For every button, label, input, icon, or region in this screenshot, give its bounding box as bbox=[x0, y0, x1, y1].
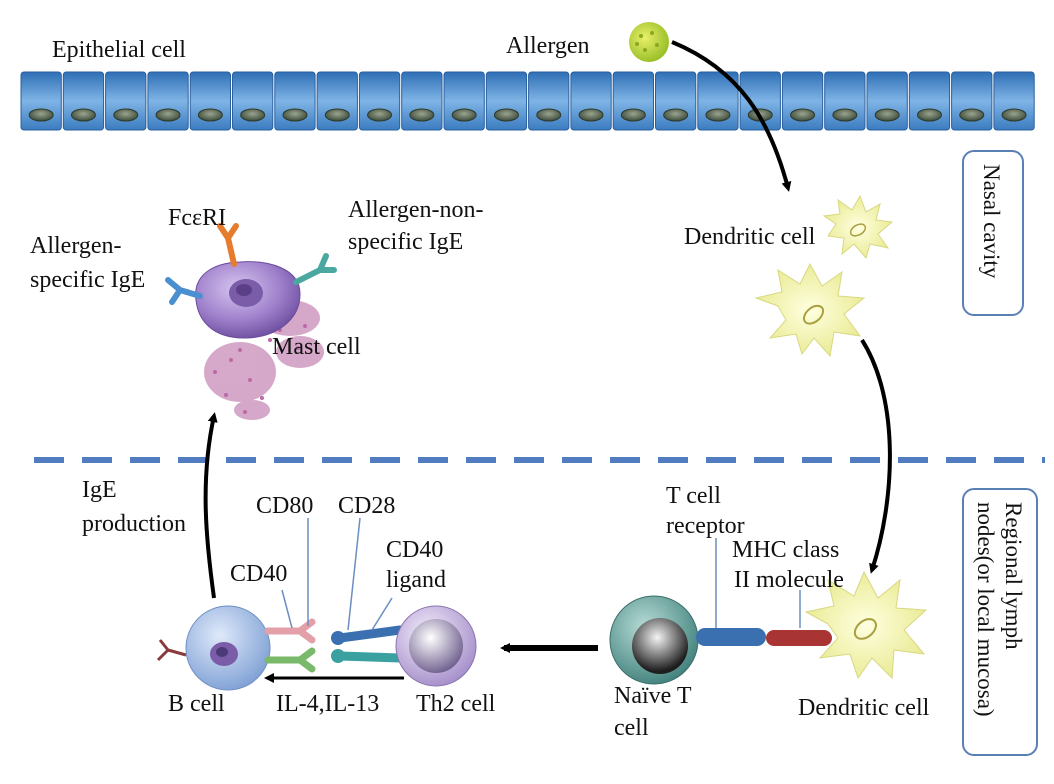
presenting-dendritic-cell-icon bbox=[804, 570, 928, 680]
cd40-ligand-label-line2: ligand bbox=[386, 567, 446, 593]
epithelial-cell-icon bbox=[528, 71, 570, 131]
allergen-nonspecific-ige-label-line2: specific IgE bbox=[348, 229, 464, 255]
epithelial-cell-icon bbox=[62, 71, 105, 131]
epithelial-cell-icon bbox=[20, 71, 62, 131]
epithelial-cell-icon bbox=[824, 71, 866, 131]
cd40-cd80-receptors-icon bbox=[264, 618, 316, 673]
b-cell-icon bbox=[156, 605, 271, 691]
cd28-cd40-ligand-receptors-icon bbox=[331, 625, 405, 663]
epithelial-cell-icon bbox=[908, 71, 951, 131]
allergen-specific-ige-label-line1: Allergen- bbox=[30, 233, 122, 259]
tcr-mhc-complex-icon bbox=[696, 628, 832, 646]
allergen-specific-ige-icon bbox=[165, 277, 203, 305]
allergen-to-dendritic-arrow bbox=[671, 40, 792, 192]
fceri-label: FcεRI bbox=[168, 205, 227, 231]
naive-t-cell-label-line1: Naïve T bbox=[614, 683, 692, 709]
fceri-receptor-icon bbox=[217, 223, 239, 267]
nasal-cavity-region-box: Nasal cavity bbox=[962, 150, 1024, 316]
interleukins-label: IL-4,IL-13 bbox=[276, 691, 380, 717]
allergen-particle-icon bbox=[629, 22, 669, 62]
epithelial-cell-icon bbox=[358, 71, 401, 131]
t-cell-receptor-label-line1: T cell bbox=[666, 483, 721, 509]
cd28-label: CD28 bbox=[338, 493, 396, 519]
label-leader-lines bbox=[281, 517, 801, 631]
epithelial-cell-icon bbox=[951, 71, 993, 131]
mast-cell-label: Mast cell bbox=[272, 334, 361, 360]
epithelial-cell-icon bbox=[274, 71, 316, 131]
epithelial-cell-icon bbox=[147, 71, 189, 131]
dendritic-migration-arrow bbox=[860, 338, 892, 574]
allergen-nonspecific-ige-icon bbox=[293, 253, 337, 285]
epithelial-cell-icon bbox=[866, 71, 908, 131]
epithelial-cell-icon bbox=[443, 71, 485, 131]
epithelial-cell-icon bbox=[232, 71, 274, 131]
naive-t-cell-label-line2: cell bbox=[614, 715, 649, 741]
ige-production-arrow bbox=[203, 412, 218, 599]
epithelial-cell-icon bbox=[697, 71, 739, 131]
epithelial-cell-icon bbox=[189, 71, 231, 131]
epithelial-cell-icon bbox=[485, 71, 528, 131]
lymph-nodes-region-label-line2: nodes(or local mucosa) bbox=[973, 502, 998, 717]
dendritic-cell-top-label: Dendritic cell bbox=[684, 224, 816, 250]
allergen-nonspecific-ige-label-line1: Allergen-non- bbox=[348, 197, 484, 223]
mhc-class-ii-label-line1: MHC class bbox=[732, 537, 840, 563]
mhc-class-ii-label-line2: II molecule bbox=[734, 567, 844, 593]
nasal-cavity-region-label: Nasal cavity bbox=[979, 164, 1004, 279]
dendritic-cell-icon bbox=[822, 194, 894, 260]
epithelial-cell-icon bbox=[316, 71, 358, 131]
epithelial-layer bbox=[20, 71, 1035, 131]
cd40-ligand-label-line1: CD40 bbox=[386, 537, 444, 563]
epithelial-cell-icon bbox=[612, 71, 655, 131]
epithelial-cell-icon bbox=[655, 71, 697, 131]
b-cell-label: B cell bbox=[168, 691, 225, 717]
migrating-dendritic-cell-icon bbox=[754, 262, 866, 358]
epithelial-cell-icon bbox=[993, 71, 1035, 131]
epithelial-cell-icon bbox=[781, 71, 824, 131]
epithelial-cell-icon bbox=[105, 71, 147, 131]
epithelial-cell-icon bbox=[570, 71, 612, 131]
th2-cell-icon bbox=[395, 605, 477, 687]
t-cell-receptor-label-line2: receptor bbox=[666, 513, 745, 539]
ige-production-label-line1: IgE bbox=[82, 477, 117, 503]
allergen-label: Allergen bbox=[506, 33, 590, 59]
cd40-label: CD40 bbox=[230, 561, 288, 587]
dendritic-cell-bottom-label: Dendritic cell bbox=[798, 695, 930, 721]
ige-production-label-line2: production bbox=[82, 511, 186, 537]
epithelial-cell-icon bbox=[401, 71, 443, 131]
epithelial-cell-label: Epithelial cell bbox=[52, 37, 186, 63]
naive-t-cell-icon bbox=[609, 595, 699, 685]
allergen-specific-ige-label-line2: specific IgE bbox=[30, 267, 146, 293]
cd80-label: CD80 bbox=[256, 493, 314, 519]
lymph-nodes-region-box: Regional lymph nodes(or local mucosa) bbox=[962, 488, 1038, 756]
mast-cell-icon bbox=[195, 261, 324, 420]
lymph-nodes-region-label-line1: Regional lymph bbox=[1001, 502, 1026, 650]
th2-cell-label: Th2 cell bbox=[416, 691, 496, 717]
